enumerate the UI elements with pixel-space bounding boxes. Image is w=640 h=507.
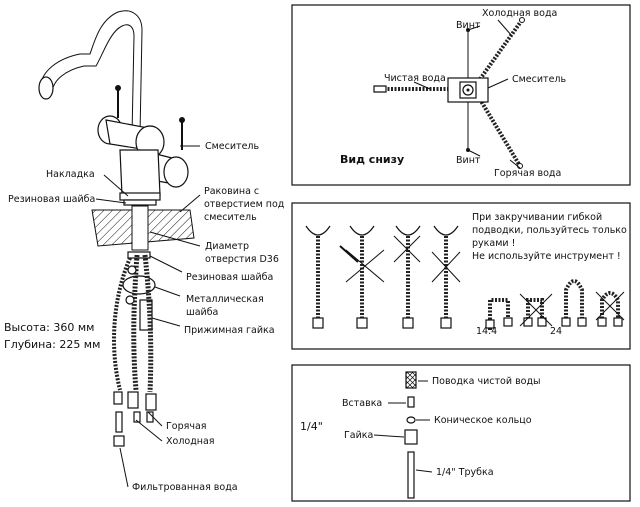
bend-illustration-1 bbox=[485, 298, 513, 330]
faucet-drawing bbox=[38, 10, 195, 447]
tube-connection-leaders bbox=[373, 380, 433, 473]
label-rubber-washer-bottom: Резиновая шайба bbox=[186, 272, 273, 283]
bottom-label-hot: Горячая вода bbox=[494, 168, 561, 179]
bottom-label-cold: Холодная вода bbox=[482, 8, 557, 19]
hose-hand-ok-2 bbox=[393, 225, 421, 329]
tube-label-tube: 1/4" Трубка bbox=[436, 467, 494, 478]
hose-filtered bbox=[112, 257, 132, 391]
rubber-washer-bottom bbox=[127, 251, 151, 259]
tightening-panel bbox=[291, 202, 631, 350]
label-height: Высота: 360 мм bbox=[4, 321, 94, 334]
bottom-view-panel bbox=[291, 4, 631, 186]
label-sink-3: смеситель bbox=[204, 212, 257, 223]
tightening-note-4: Не используйте инструмент ! bbox=[472, 251, 621, 262]
label-diameter-2: отверстия D36 bbox=[205, 254, 279, 265]
bend-illustration-3 bbox=[561, 279, 587, 327]
hose-pliers-no bbox=[431, 225, 461, 329]
tightening-drawing bbox=[305, 225, 625, 330]
bottom-label-screw-bottom: Винт bbox=[456, 155, 481, 166]
tightening-note-2: подводки, пользуйтесь только bbox=[472, 225, 627, 236]
tube-label-nut: Гайка bbox=[344, 430, 373, 441]
tightening-note-1: При закручивании гибкой bbox=[472, 212, 602, 223]
insert-part bbox=[407, 396, 415, 408]
bend-illustration-4 bbox=[595, 291, 625, 327]
label-sink-1: Раковина с bbox=[204, 186, 259, 197]
tube-connection-drawing bbox=[404, 371, 418, 499]
label-depth: Глубина: 225 мм bbox=[4, 338, 100, 351]
spout-outlet bbox=[38, 76, 54, 100]
tube-label-clean-hose: Поводка чистой воды bbox=[432, 376, 541, 387]
bottom-view-title: Вид снизу bbox=[340, 153, 404, 166]
bottom-label-screw-top: Винт bbox=[456, 20, 481, 31]
label-mixer: Смеситель bbox=[205, 141, 259, 152]
label-metal-washer-1: Металлическая bbox=[186, 294, 264, 305]
rubber-washer-top bbox=[123, 199, 157, 206]
bottom-view-leaders bbox=[413, 19, 521, 169]
label-filtered: Фильтрованная вода bbox=[132, 482, 238, 493]
bottom-view-drawing bbox=[373, 17, 525, 169]
bottom-label-mixer: Смеситель bbox=[512, 74, 566, 85]
faucet-leaders bbox=[95, 145, 201, 488]
hose-hot bbox=[131, 254, 140, 391]
label-rubber-washer-top: Резиновая шайба bbox=[8, 194, 95, 205]
label-hot: Горячая bbox=[166, 421, 207, 432]
tube-label-size: 1/4" bbox=[300, 420, 323, 433]
tube-label-insert: Вставка bbox=[342, 398, 382, 409]
hose-cold bbox=[142, 254, 154, 393]
bottom-label-clean-water: Чиcтая вода bbox=[384, 73, 446, 84]
tightening-dim-a: 14.4 bbox=[476, 326, 497, 337]
label-clamp-nut: Прижимная гайка bbox=[184, 325, 275, 336]
nut-part bbox=[404, 429, 418, 445]
label-sink-2: отверстием под bbox=[204, 199, 285, 210]
hose-hand-ok-1 bbox=[305, 225, 331, 329]
label-cold: Холодная bbox=[166, 436, 215, 447]
label-escutcheon: Накладка bbox=[46, 169, 95, 180]
tube-connection-panel bbox=[291, 364, 631, 502]
bend-illustration-2 bbox=[519, 293, 553, 327]
tube-part bbox=[407, 451, 415, 499]
tightening-dim-b: 24 bbox=[550, 326, 562, 337]
label-metal-washer-2: шайба bbox=[186, 307, 218, 318]
tube-label-cone-ring: Коническое кольцо bbox=[434, 415, 532, 426]
label-diameter-1: Диаметр bbox=[205, 241, 249, 252]
tightening-note-3: руками ! bbox=[472, 238, 515, 249]
hose-wrench-no bbox=[339, 225, 385, 329]
cone-ring bbox=[406, 416, 416, 424]
